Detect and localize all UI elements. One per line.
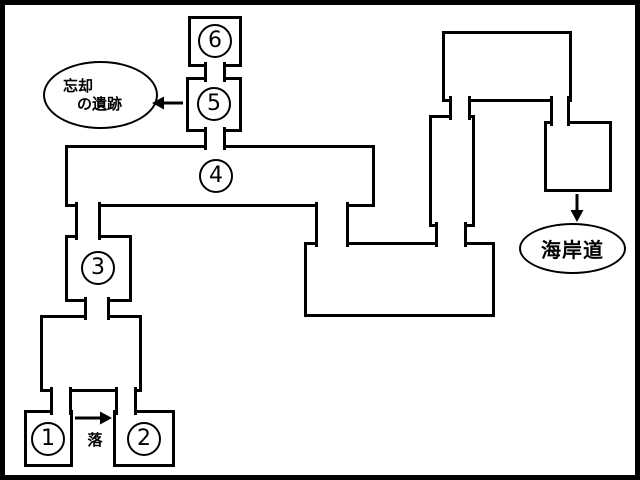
corridor-3-junction [84,297,110,320]
ruins-label: 忘却 の遺跡 [45,63,156,127]
room-number-1: 1 [31,422,65,456]
room-junction [40,315,142,392]
room-number-3: 3 [81,251,115,285]
corridor-5-4 [204,127,226,150]
arrow-down-icon [570,194,584,222]
corridor-tall-central [435,222,467,247]
ruins-label-line2: の遺跡 [77,95,123,113]
coast-label: 海岸道 [541,238,604,262]
arrow-left-icon [152,96,183,110]
room-coast-exit [544,121,612,192]
room-upper-right [442,31,572,102]
corridor-upperright-tall [449,96,471,120]
ruins-callout: 忘却 の遺跡 [43,61,158,129]
corridor-junction-1 [50,387,72,415]
room-number-5: 5 [197,87,231,121]
corridor-4-3 [75,202,101,240]
corridor-4-central [315,202,349,247]
arrow-right-icon [75,411,112,425]
coast-callout: 海岸道 [519,223,626,274]
room-number-4: 4 [199,159,233,193]
room-tall-passage [429,115,475,227]
corridor-junction-2 [115,387,137,415]
room-number-2: 2 [127,422,161,456]
room-central [304,242,495,317]
ruins-label-line1: 忘却 [63,77,94,95]
corridor-6-5 [204,62,226,82]
fall-label: 落 [87,431,103,449]
corridor-upperright-coastexit [550,96,570,126]
room-number-6: 6 [198,24,232,58]
